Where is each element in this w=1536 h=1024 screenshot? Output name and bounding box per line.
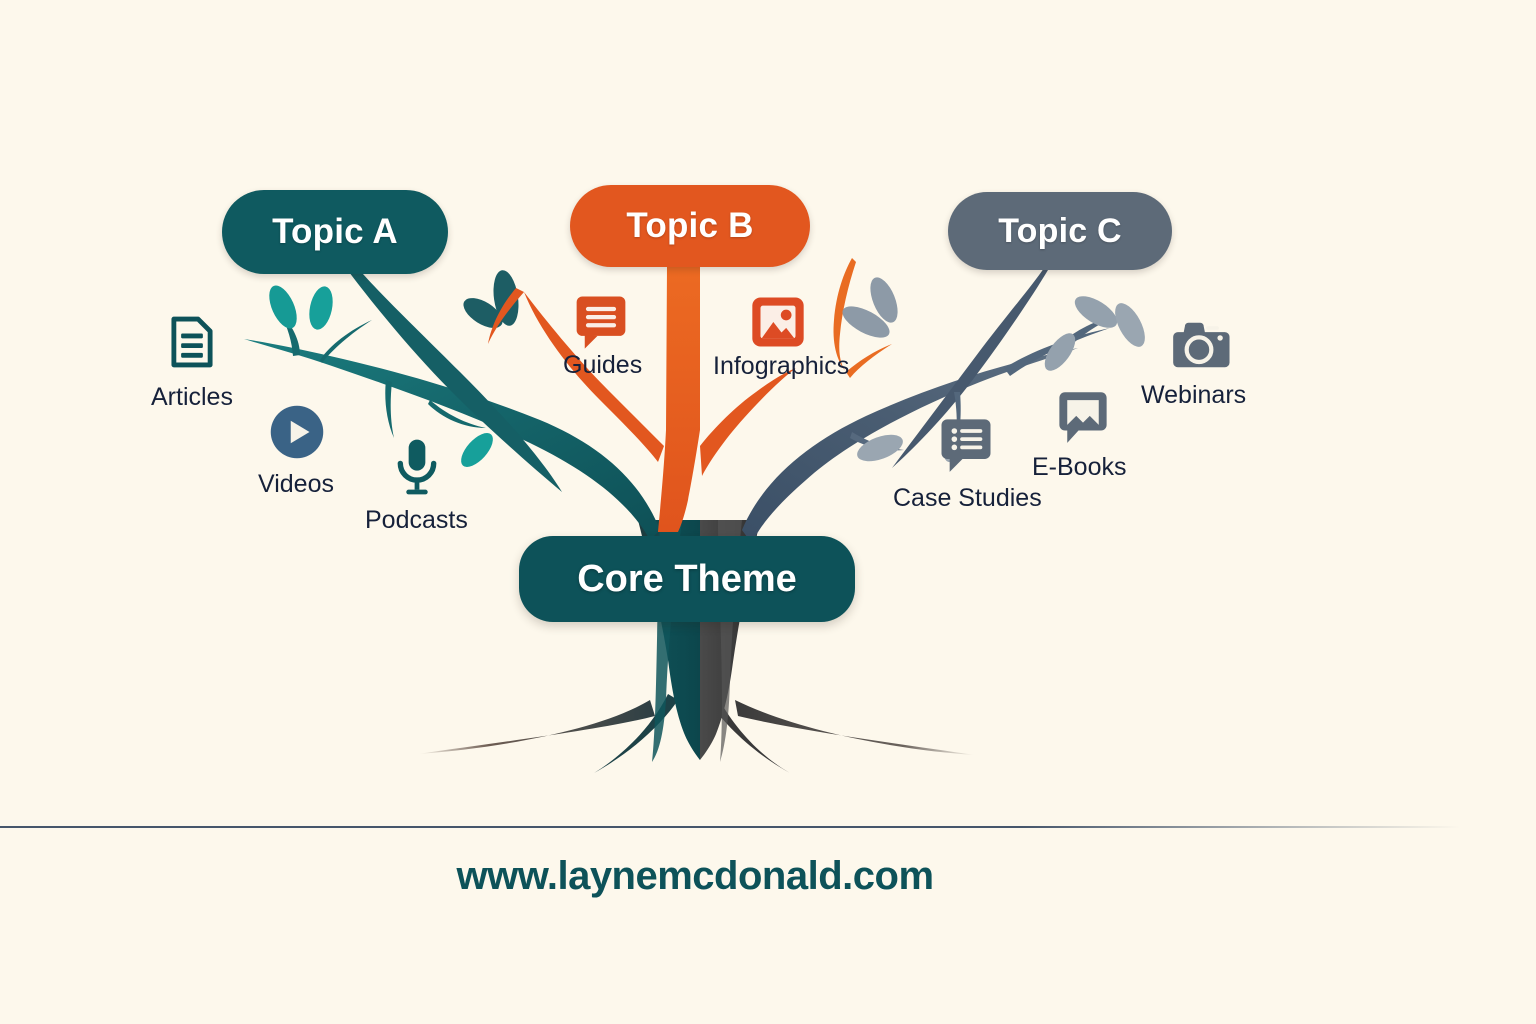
topic-b-node[interactable]: Topic B [570, 185, 810, 267]
content-label-guides: Guides [563, 351, 643, 379]
play-circle-icon [270, 405, 324, 459]
camera-icon [1173, 322, 1230, 368]
topic-a-node[interactable]: Topic A [222, 190, 448, 274]
content-label-podcasts: Podcasts [365, 506, 468, 534]
topic-b-label: Topic B [626, 206, 754, 245]
content-label-infographics: Infographics [713, 352, 850, 380]
topic-a-label: Topic A [272, 212, 398, 251]
content-label-articles: Articles [151, 383, 233, 411]
bookmark-bubble-icon [1059, 392, 1107, 443]
footer-url[interactable]: www.laynemcdonald.com [456, 854, 934, 898]
image-icon [752, 297, 804, 347]
content-label-case-studies: Case Studies [893, 484, 1042, 512]
speech-bubble-list-icon [941, 419, 991, 472]
microphone-icon [397, 439, 437, 495]
branch-topic-a [244, 266, 660, 540]
content-label-e-books: E-Books [1032, 453, 1127, 481]
topic-c-node[interactable]: Topic C [948, 192, 1172, 270]
speech-bubble-lines-icon [576, 296, 626, 349]
core-theme-label: Core Theme [577, 557, 797, 600]
core-theme-node[interactable]: Core Theme [519, 536, 855, 622]
footer-divider [0, 826, 1460, 828]
topic-c-label: Topic C [998, 211, 1122, 250]
content-label-videos: Videos [258, 470, 334, 498]
content-label-webinars: Webinars [1141, 381, 1247, 409]
branch-topic-b [488, 258, 892, 532]
document-icon [171, 316, 213, 368]
